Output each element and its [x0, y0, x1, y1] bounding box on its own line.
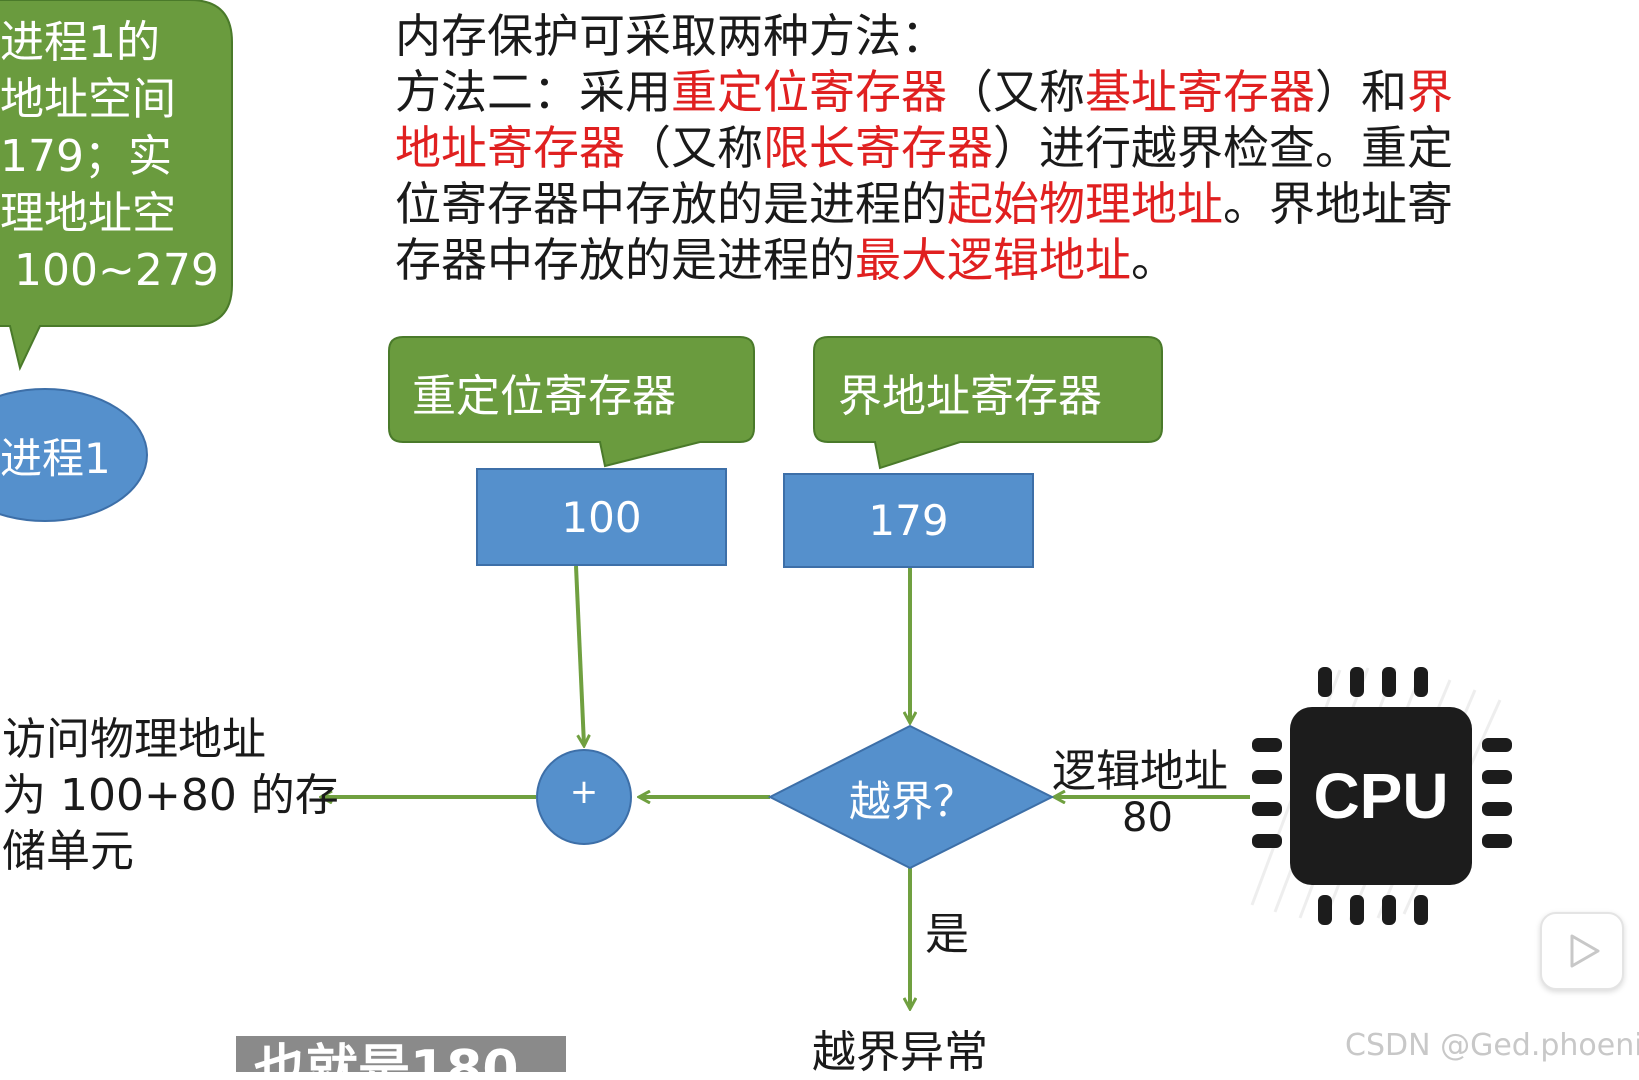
para-l3-s1: （又称: [625, 121, 763, 175]
relocation-register-title: 重定位寄存器: [412, 371, 676, 422]
limit-register-value: 179: [783, 473, 1034, 568]
para-l4-s1: 起始物理地址: [947, 177, 1223, 231]
play-icon: [1570, 934, 1600, 968]
adder-symbol: +: [569, 772, 599, 812]
cpu-pin: [1318, 667, 1332, 697]
decision-label: 越界？: [848, 777, 975, 826]
cpu-pin: [1350, 895, 1364, 925]
para-l3-s0: 地址寄存器: [395, 121, 625, 175]
cpu-pin: [1414, 895, 1428, 925]
paragraph-line-5: 存器中存放的是进程的最大逻辑地址。: [395, 232, 1515, 288]
cpu-pin: [1382, 895, 1396, 925]
description-paragraph: 内存保护可采取两种方法： 方法二：采用重定位寄存器（又称基址寄存器）和界 地址寄…: [395, 8, 1515, 288]
para-l4-s0: 位寄存器中存放的是进程的: [395, 177, 947, 231]
process-ellipse-shape: [0, 388, 148, 522]
yes-label: 是: [925, 909, 969, 960]
exception-label: 越界异常: [812, 1027, 988, 1078]
cpu-pin: [1482, 834, 1512, 848]
left-callout-text: 进程1的 地址空间 179；实 理地址空 100~279: [0, 14, 219, 299]
access-text: 访问物理地址 为 100+80 的存 储单元: [2, 712, 339, 880]
cpu-pin: [1252, 834, 1282, 848]
cpu-pin: [1350, 667, 1364, 697]
relocation-register-value: 100: [476, 468, 727, 566]
para-l5-s0: 存器中存放的是进程的: [395, 233, 855, 287]
left-callout-line-3: 179；实: [0, 131, 172, 182]
play-button[interactable]: [1540, 912, 1624, 990]
cpu-pin: [1482, 802, 1512, 816]
paragraph-line-3: 地址寄存器（又称限长寄存器）进行越界检查。重定: [395, 120, 1515, 176]
watermark: CSDN @Ged.phoenix: [1345, 1028, 1639, 1063]
para-l2-s2: （又称: [947, 65, 1085, 119]
cpu-pin: [1382, 667, 1396, 697]
access-text-line-3: 储单元: [2, 826, 134, 877]
left-callout-line-5: 100~279: [0, 245, 219, 296]
decision-diamond: [767, 724, 1055, 870]
paragraph-line-2: 方法二：采用重定位寄存器（又称基址寄存器）和界: [395, 64, 1515, 120]
left-callout-line-2: 地址空间: [0, 74, 176, 125]
access-text-line-1: 访问物理地址: [2, 714, 266, 765]
left-callout-line-4: 理地址空: [0, 188, 176, 239]
adder-circle: [536, 749, 632, 845]
cpu-pin: [1482, 738, 1512, 752]
cpu-pin: [1252, 738, 1282, 752]
arrow-relocation-to-adder: [574, 565, 584, 745]
para-l5-s1: 最大逻辑地址: [855, 233, 1131, 287]
para-l3-s2: 限长寄存器: [763, 121, 993, 175]
cpu-pin: [1252, 770, 1282, 784]
caption-box: 也就是180: [236, 1036, 566, 1072]
paragraph-line-1: 内存保护可采取两种方法：: [395, 9, 947, 63]
para-l2-s3: 基址寄存器: [1085, 65, 1315, 119]
limit-callout-shape: [813, 336, 1163, 470]
para-l3-s3: ）进行越界检查。重定: [993, 121, 1453, 175]
cpu-pin: [1414, 667, 1428, 697]
logical-address-label: 逻辑地址: [1052, 746, 1228, 797]
left-callout-shape: [0, 0, 233, 371]
para-l4-s2: 。界地址寄: [1223, 177, 1453, 231]
cpu-label: CPU: [1313, 760, 1449, 832]
relocation-callout-shape: [388, 336, 755, 468]
para-l5-s2: 。: [1131, 233, 1177, 287]
process-ellipse-label: 进程1: [0, 434, 111, 483]
access-text-line-2: 为 100+80 的存: [2, 770, 339, 821]
left-callout-line-1: 进程1的: [0, 17, 160, 68]
paragraph-line-4: 位寄存器中存放的是进程的起始物理地址。界地址寄: [395, 176, 1515, 232]
logical-address-value: 80: [1122, 795, 1173, 841]
cpu-pin: [1482, 770, 1512, 784]
caption-fragment: 也就是180: [254, 1040, 519, 1072]
para-l2-s1: 重定位寄存器: [671, 65, 947, 119]
limit-register-title: 界地址寄存器: [838, 371, 1102, 422]
cpu-pin: [1252, 802, 1282, 816]
cpu-pin: [1318, 895, 1332, 925]
para-l2-s5: 界: [1407, 65, 1453, 119]
cpu-chip: CPU: [1290, 707, 1472, 885]
para-l2-s0: 方法二：采用: [395, 65, 671, 119]
para-l2-s4: ）和: [1315, 65, 1407, 119]
